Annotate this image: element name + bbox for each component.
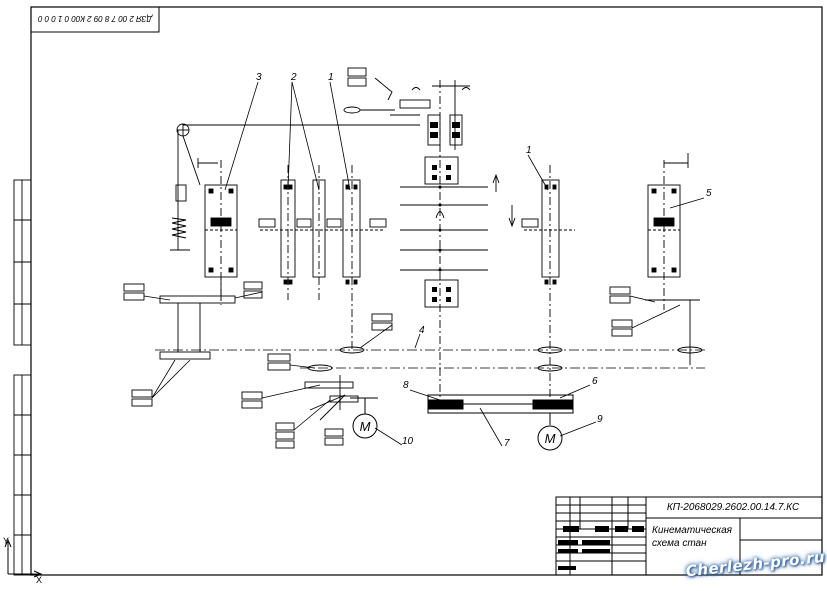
part-number-1-left: 1 <box>328 72 334 83</box>
drawing-title-line1: Кинематическая <box>652 525 733 536</box>
motor-10 <box>350 397 378 439</box>
motor-9-label: M <box>545 431 556 446</box>
part-number-6: 6 <box>592 376 598 387</box>
part-number-5: 5 <box>706 188 712 199</box>
left-filing-strip <box>13 179 32 576</box>
distribution-shaft-4 <box>155 349 705 369</box>
part-number-9: 9 <box>597 414 603 425</box>
part-number-2: 2 <box>290 72 297 83</box>
part-number-3: 3 <box>256 72 262 83</box>
central-feed-column <box>343 67 516 400</box>
y-axis-label: Y <box>3 536 9 546</box>
leader-lines <box>143 81 705 447</box>
shaft-gears <box>159 295 703 372</box>
part-number-8: 8 <box>403 380 409 391</box>
part-number-1-right: 1 <box>526 145 532 156</box>
top-left-code: ДЗЯ 2 00 7 8 09 2 К00 0 1 0 0 0 <box>37 14 152 23</box>
spindle-unit-1-right <box>521 165 575 400</box>
drawing-title-line2: схема стан <box>652 538 707 549</box>
sheet-frame <box>30 6 823 576</box>
central-column-fills <box>430 122 460 302</box>
belt-drive <box>427 394 574 425</box>
motor-10-label: M <box>360 419 371 434</box>
title-block-fills <box>558 526 644 570</box>
drawing-designation: КП-2068029.2602.00.14.7.КС <box>667 502 800 513</box>
code-box <box>30 6 160 33</box>
part-number-10: 10 <box>402 436 414 447</box>
callout-boxes <box>123 281 633 449</box>
spindle-units-2 <box>258 165 387 350</box>
x-axis-label: X <box>36 575 42 585</box>
motor-9 <box>537 425 563 451</box>
axes-marker <box>4 538 43 578</box>
part-number-4: 4 <box>419 325 425 336</box>
part-number-7: 7 <box>504 438 510 449</box>
spindle-unit-5 <box>645 153 700 365</box>
spindle-unit-3 <box>197 158 238 305</box>
counterweight-spring <box>170 123 420 251</box>
